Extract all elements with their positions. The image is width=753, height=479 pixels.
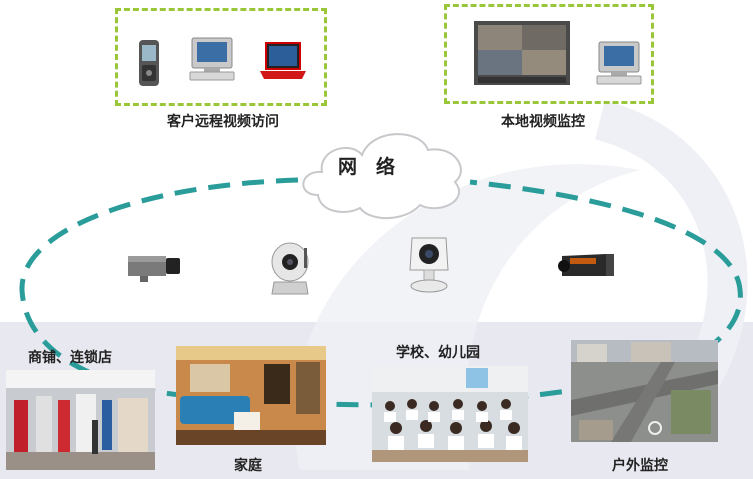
- remote-access-group: [115, 8, 327, 106]
- box-camera-icon: [128, 256, 180, 282]
- scene-label-school: 学校、幼儿园: [396, 345, 480, 361]
- monitor-screen-icon: [474, 21, 570, 85]
- desktop-computer-icon: [596, 41, 642, 85]
- scene-label-shop: 商铺、连锁店: [28, 350, 112, 366]
- desktop-computer-icon: [189, 37, 235, 81]
- cloud-icon: [302, 133, 462, 220]
- desk-camera-icon: [409, 237, 449, 293]
- local-monitoring-group: [444, 4, 654, 104]
- ptz-dome-camera-icon: [271, 242, 309, 295]
- mobile-phone-icon: [139, 40, 159, 86]
- local-monitoring-label: 本地视频监控: [501, 114, 585, 130]
- scene-label-outdoor: 户外监控: [612, 458, 668, 474]
- scene-label-home: 家庭: [234, 458, 262, 474]
- bullet-camera-icon: [558, 254, 614, 276]
- network-label: 网 络: [338, 156, 396, 178]
- shop-photo: [6, 370, 155, 470]
- laptop-icon: [260, 42, 306, 79]
- school-photo: [372, 366, 528, 462]
- remote-access-label: 客户远程视频访问: [167, 114, 279, 130]
- home-photo: [176, 346, 326, 445]
- outdoor-photo: [571, 340, 718, 442]
